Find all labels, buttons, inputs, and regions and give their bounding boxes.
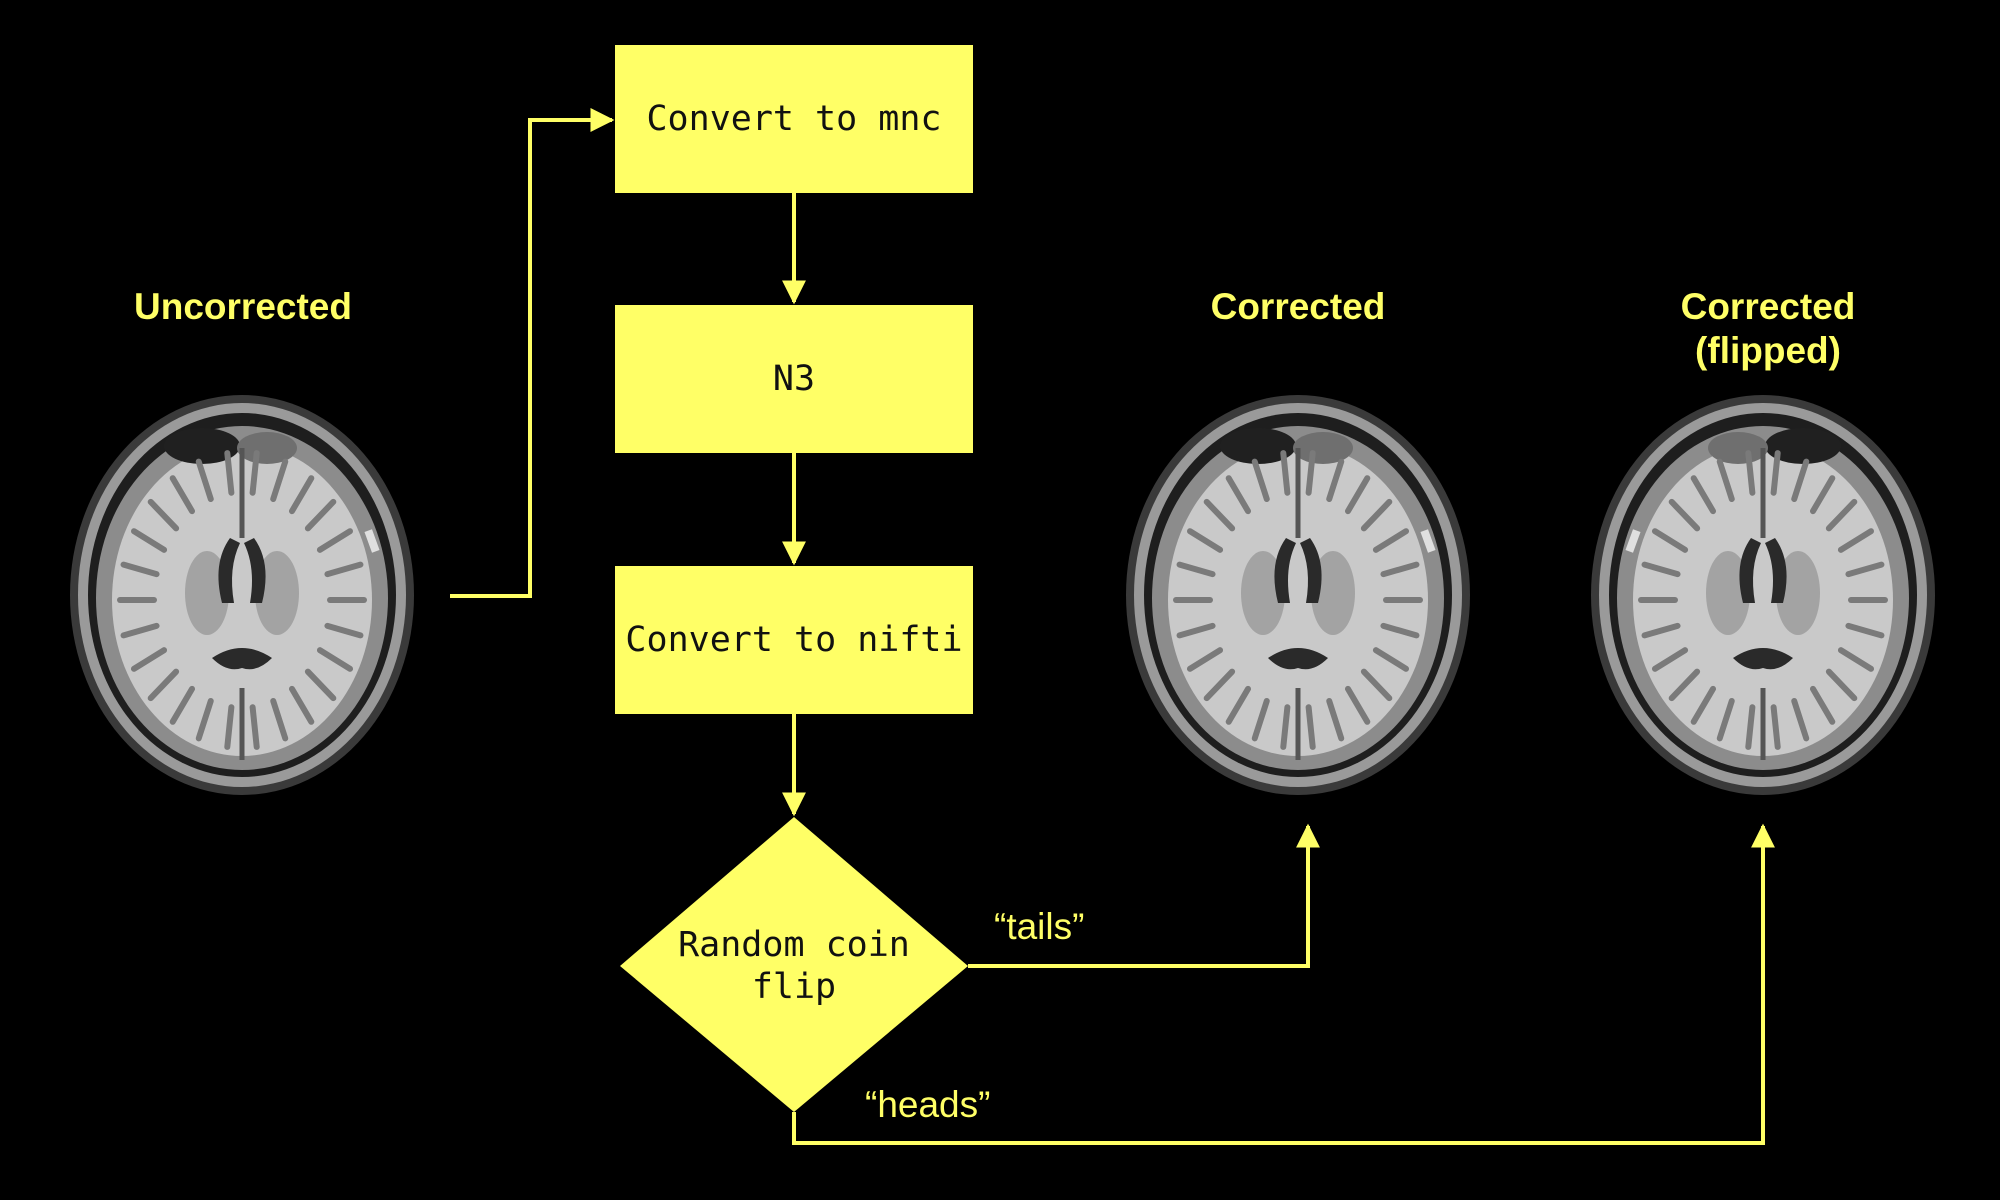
- heads-label: “heads”: [865, 1084, 991, 1125]
- axial-brain-mri-icon: [1591, 395, 1935, 795]
- corrected-flipped-brain-scan: [1583, 388, 1943, 798]
- corrected-brain-scan: [1118, 388, 1478, 798]
- corrected-heading: Corrected: [1210, 286, 1386, 327]
- convert-nifti-box: [615, 566, 973, 714]
- convert-mnc-label: Convert to mnc: [646, 99, 942, 139]
- tails-label: “tails”: [994, 906, 1085, 947]
- coin-flip-diamond: [620, 817, 968, 1112]
- coin-flip-label: Random coin flip: [640, 918, 948, 1014]
- arrow-tails-to-corrected: [968, 823, 1320, 968]
- uncorrected-brain-scan: [62, 388, 422, 798]
- axial-brain-mri-icon: [1126, 395, 1470, 795]
- corrected-flipped-heading-line1: Corrected: [1680, 286, 1856, 327]
- arrow-heads-to-flipped: [792, 823, 1775, 1145]
- corrected-flipped-heading-line2: (flipped): [1695, 330, 1841, 371]
- coin-flip-label-line2: flip: [751, 967, 837, 1007]
- n3-box: [615, 305, 973, 453]
- convert-mnc-box: [615, 45, 973, 193]
- n3-label: N3: [772, 359, 816, 399]
- coin-flip-label-line1: Random coin: [678, 925, 910, 965]
- convert-nifti-label: Convert to nifti: [625, 620, 963, 660]
- uncorrected-heading: Uncorrected: [134, 286, 352, 327]
- arrow-uncorrected-to-mnc: [450, 108, 615, 598]
- axial-brain-mri-icon: [70, 395, 414, 795]
- corrected-flipped-heading: Corrected (flipped): [1613, 285, 1923, 373]
